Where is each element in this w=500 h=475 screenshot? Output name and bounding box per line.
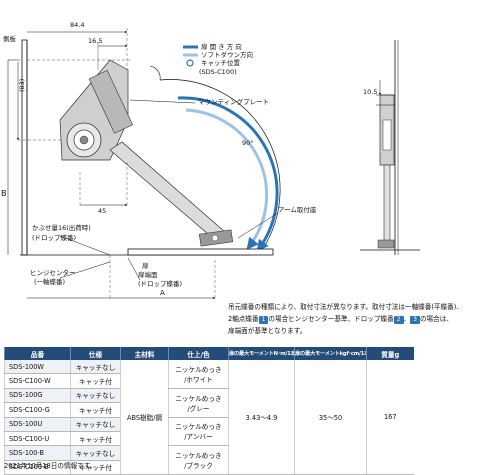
col-material: 主材料: [120, 347, 169, 360]
finish-cell: ニッケルめっき/ホワイト: [168, 360, 229, 389]
moment-n-cell: 3.43～4.9: [228, 360, 295, 475]
dim-a: A: [160, 289, 165, 297]
label-door: 扉: [142, 262, 149, 270]
finish-cell: ニッケルめっき/アンバー: [168, 417, 229, 447]
dim-84-4: 84.4: [70, 21, 85, 29]
table-row: SDS-100W キャッチなし ABS樹脂/鋼 ニッケルめっき/ホワイト 3.4…: [4, 360, 414, 475]
label-hinge-center: ヒンジセンター: [30, 269, 76, 277]
dim-90deg: 90°: [242, 139, 254, 147]
finish-cell: ニッケルめっき/ブラック: [168, 445, 229, 475]
dim-83: (83): [18, 78, 26, 92]
col-finish: 仕上/色: [168, 347, 229, 360]
col-moment-kgf: 扉の最大モーメントkgf･cm/1本: [294, 347, 367, 360]
moment-kgf-cell: 35～50: [294, 360, 367, 475]
dim-45: 45: [98, 207, 107, 215]
technical-diagram: [7, 28, 420, 300]
hinge-type-chip-2: 2: [393, 316, 404, 324]
table-row: SDS-C100-U キャッチ付: [4, 431, 414, 447]
col-mass: 質量g: [366, 347, 414, 360]
col-code: 品番: [4, 347, 71, 360]
label-hinge-center-sub: (一軸蝶番): [34, 278, 66, 286]
label-overlay: かぶせ量16(出荷時): [32, 224, 91, 232]
hinge-type-chip-3: 3: [410, 316, 420, 324]
label-overlay-sub: (ドロップ蝶番): [32, 234, 77, 242]
dim-b: B: [1, 189, 7, 198]
note-line-1: 吊元蝶番の種類により、取付寸法が異なります。取付寸法は一軸蝶番(平蝶番)、: [228, 303, 463, 311]
footer-date-note: 2021年10月18日の情報です。: [4, 462, 97, 470]
hinge-type-chip-1: 1: [258, 316, 269, 324]
dim-10-5: 10.5: [363, 88, 378, 96]
table-row: SDS-100U キャッチなし ニッケルめっき/アンバー: [4, 417, 414, 447]
label-door-back: 扉端面: [138, 271, 158, 279]
legend: [183, 45, 198, 67]
col-spec: 仕様: [70, 347, 121, 360]
spec-table: 品番 仕様 主材料 仕上/色 扉の最大モーメントN･m/1本 扉の最大モーメント…: [4, 347, 414, 475]
note-line-3: 扉端面が基準となります。: [228, 327, 307, 335]
label-door-back-sub: (ドロップ蝶番): [138, 280, 183, 288]
label-side-panel: 側板: [3, 35, 16, 43]
table-row: SDS-C100-G キャッチ付: [4, 402, 414, 418]
material-cell: ABS樹脂/鋼: [120, 360, 169, 475]
legend-catch-model: (SDS-C100): [199, 68, 237, 76]
finish-cell: ニッケルめっき/グレー: [168, 388, 229, 418]
col-moment-n: 扉の最大モーメントN･m/1本: [228, 347, 295, 360]
dim-16-5: 16.5: [88, 37, 103, 45]
label-mounting-plate: マウンティングプレート: [198, 98, 270, 106]
table-row: SDS-C100-W キャッチ付: [4, 373, 414, 389]
side-view: [360, 40, 420, 255]
damper-mechanism: [59, 59, 234, 247]
legend-door-open: 扉 開 き 方 向: [201, 43, 242, 51]
legend-soft-down: ソフトダウン方向: [201, 51, 253, 59]
mass-cell: 167: [366, 360, 414, 475]
table-row: SDS-100-B キャッチなし ニッケルめっき/ブラック: [4, 445, 414, 475]
legend-catch-pos: キャッチ位置: [201, 59, 240, 67]
table-row: SDS-C100-B キャッチ付: [4, 460, 414, 475]
table-row: SDS-100G キャッチなし ニッケルめっき/グレー: [4, 388, 414, 418]
label-arm-mount: アーム取付座: [278, 206, 317, 214]
